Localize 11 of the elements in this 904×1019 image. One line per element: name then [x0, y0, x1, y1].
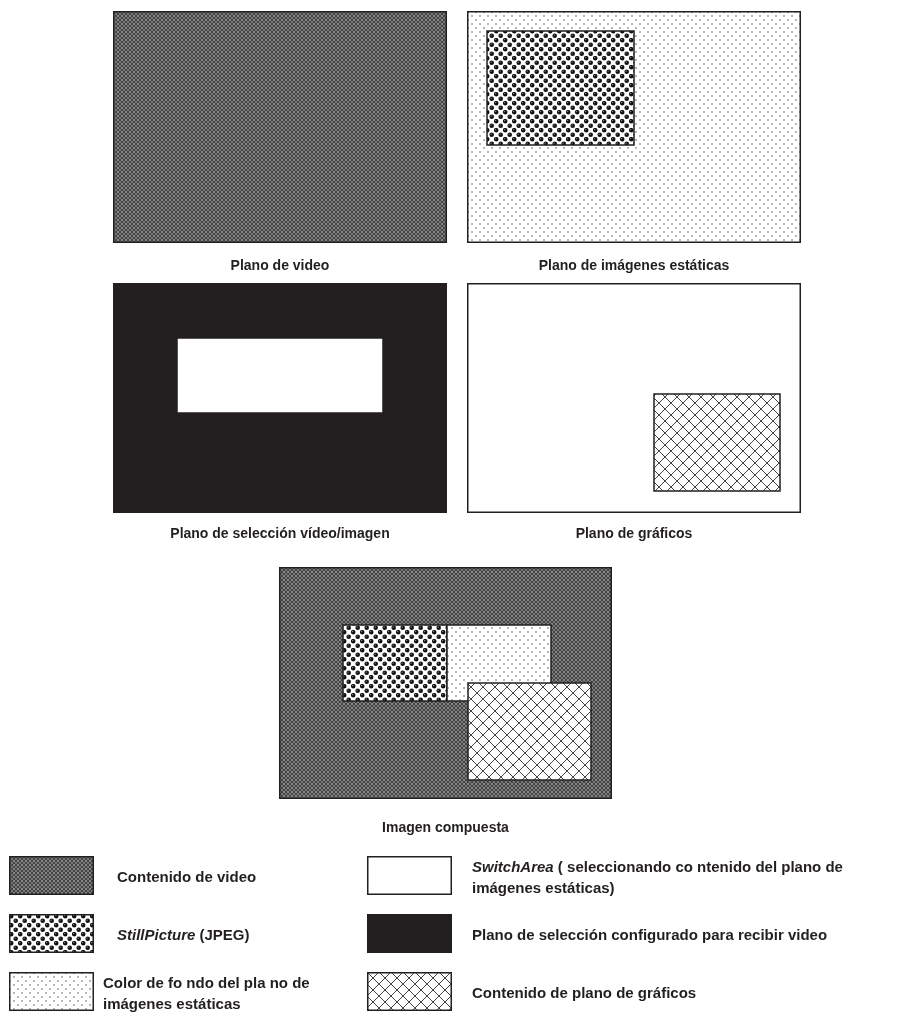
legend-label: StillPicture (JPEG) [117, 925, 251, 945]
plane-caption: Plano de video [229, 257, 331, 273]
plane-caption: Plano de imágenes estáticas [537, 257, 731, 273]
plane-caption: Plano de gráficos [574, 525, 694, 541]
legend-label: Plano de selección configurado para recibir video [472, 925, 829, 945]
legend-label: Color de fo ndo del pla no de imágenes estáticas [103, 973, 311, 1014]
legend-label: SwitchArea ( seleccionando co ntenido del plano de imágenes estáticas) [472, 857, 844, 898]
plane-caption: Plano de selección vídeo/imagen [169, 525, 391, 541]
legend-label: Contenido de plano de gráficos [472, 983, 698, 1003]
plane-caption: Imagen compuesta [381, 819, 510, 835]
legend-label: Contenido de video [117, 867, 258, 887]
